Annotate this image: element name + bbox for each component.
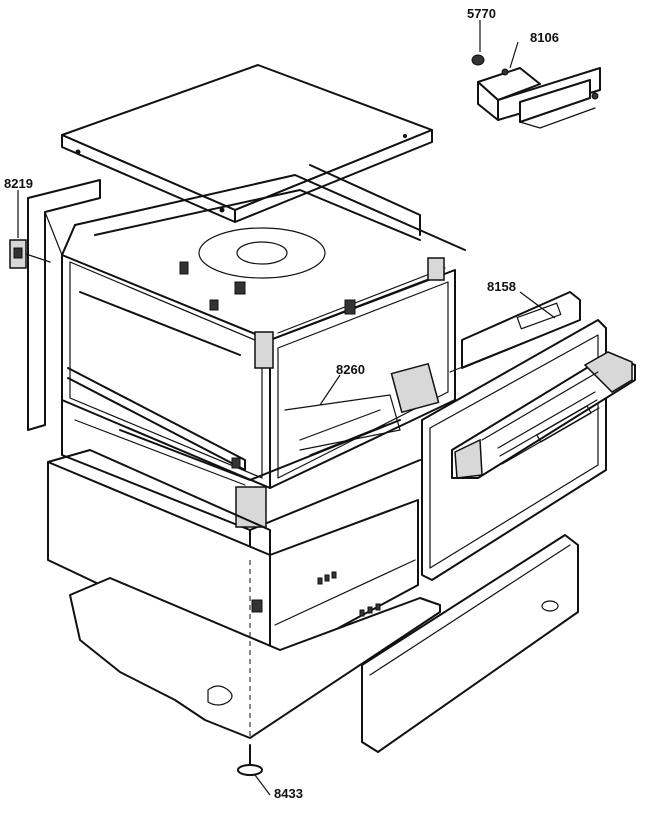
- top-cover-panel: [61, 64, 433, 223]
- door-panel: [421, 319, 636, 581]
- nut-5770: [471, 54, 485, 66]
- leveling-foot: [237, 744, 263, 776]
- base-plate: [69, 560, 441, 740]
- latch-8219: [9, 239, 51, 269]
- callout-8433: 8433: [274, 786, 303, 801]
- right-side-panel: [449, 291, 581, 373]
- callout-8260: 8260: [336, 362, 365, 377]
- callout-8158: 8158: [487, 279, 516, 294]
- cabinet-frame: [61, 164, 466, 561]
- callout-8219: 8219: [4, 176, 33, 191]
- callout-8106: 8106: [530, 30, 559, 45]
- callout-5770: 5770: [467, 6, 496, 21]
- bottom-side-plate: [361, 534, 579, 753]
- hinge-bracket-8106: [477, 67, 601, 129]
- left-side-panel: [27, 179, 101, 431]
